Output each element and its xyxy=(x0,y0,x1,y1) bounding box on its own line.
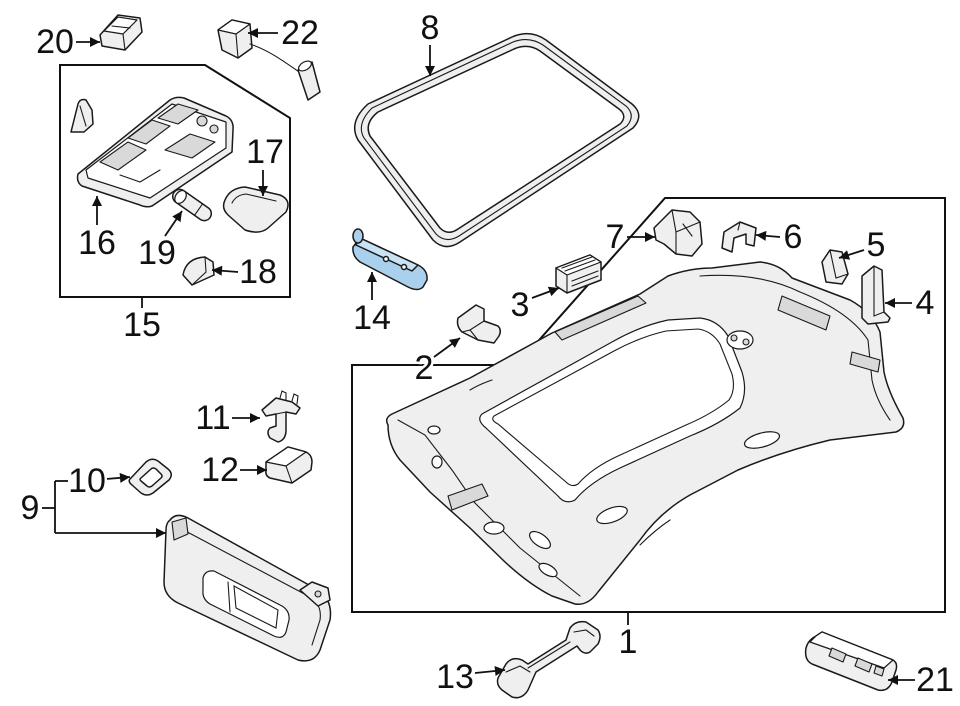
part-8-seal-ring xyxy=(353,32,640,248)
callout-6: 6 xyxy=(784,218,803,256)
callout-15: 15 xyxy=(123,306,161,344)
part-1-headliner xyxy=(385,261,905,605)
part-6-clip xyxy=(721,221,757,253)
part-22-connector xyxy=(217,19,321,101)
callout-1: 1 xyxy=(619,623,638,661)
part-2-bracket xyxy=(456,304,502,344)
sunroof-opening xyxy=(479,317,746,503)
part-3-vent-block xyxy=(555,254,602,294)
leader-lines xyxy=(42,28,915,685)
callout-7: 7 xyxy=(606,218,625,256)
callout-11: 11 xyxy=(195,399,230,437)
callout-10: 10 xyxy=(68,462,106,500)
callout-18: 18 xyxy=(239,253,277,291)
callout-5: 5 xyxy=(867,226,886,264)
callout-22: 22 xyxy=(281,14,319,52)
callout-3: 3 xyxy=(511,286,530,324)
part-21-lamp xyxy=(804,631,898,692)
group-box-15 xyxy=(59,64,291,298)
part-9-sun-visor xyxy=(163,514,332,662)
part-19-bulb xyxy=(171,188,213,222)
part-18-small-lens xyxy=(182,256,215,286)
callout-19: 19 xyxy=(138,234,176,272)
part-12-cover-cap xyxy=(265,446,313,484)
callout-2: 2 xyxy=(415,349,434,387)
callout-20: 20 xyxy=(36,23,74,61)
part-16-overhead-console xyxy=(70,96,234,208)
callout-17: 17 xyxy=(246,133,284,171)
callout-16: 16 xyxy=(78,224,116,262)
part-17-lens xyxy=(222,186,289,233)
part-7-bracket xyxy=(653,209,703,257)
callout-12: 12 xyxy=(201,451,239,489)
callout-13: 13 xyxy=(436,658,474,696)
callout-labels: 20 22 8 17 16 19 18 15 14 7 6 5 3 4 2 11… xyxy=(18,7,956,702)
part-5-clip xyxy=(821,249,849,285)
callout-4: 4 xyxy=(916,284,935,322)
part-20-switch xyxy=(99,14,143,51)
callout-9: 9 xyxy=(21,489,40,527)
vanity-mirror xyxy=(202,570,290,638)
part-14-highlighted xyxy=(352,228,428,291)
callout-8: 8 xyxy=(421,9,440,47)
part-10-bezel xyxy=(128,458,172,496)
callout-21: 21 xyxy=(916,661,954,699)
part-13-grab-handle xyxy=(496,620,601,699)
part-11-hook xyxy=(261,390,301,443)
callout-14: 14 xyxy=(353,299,391,337)
part-4-bracket xyxy=(861,265,891,325)
